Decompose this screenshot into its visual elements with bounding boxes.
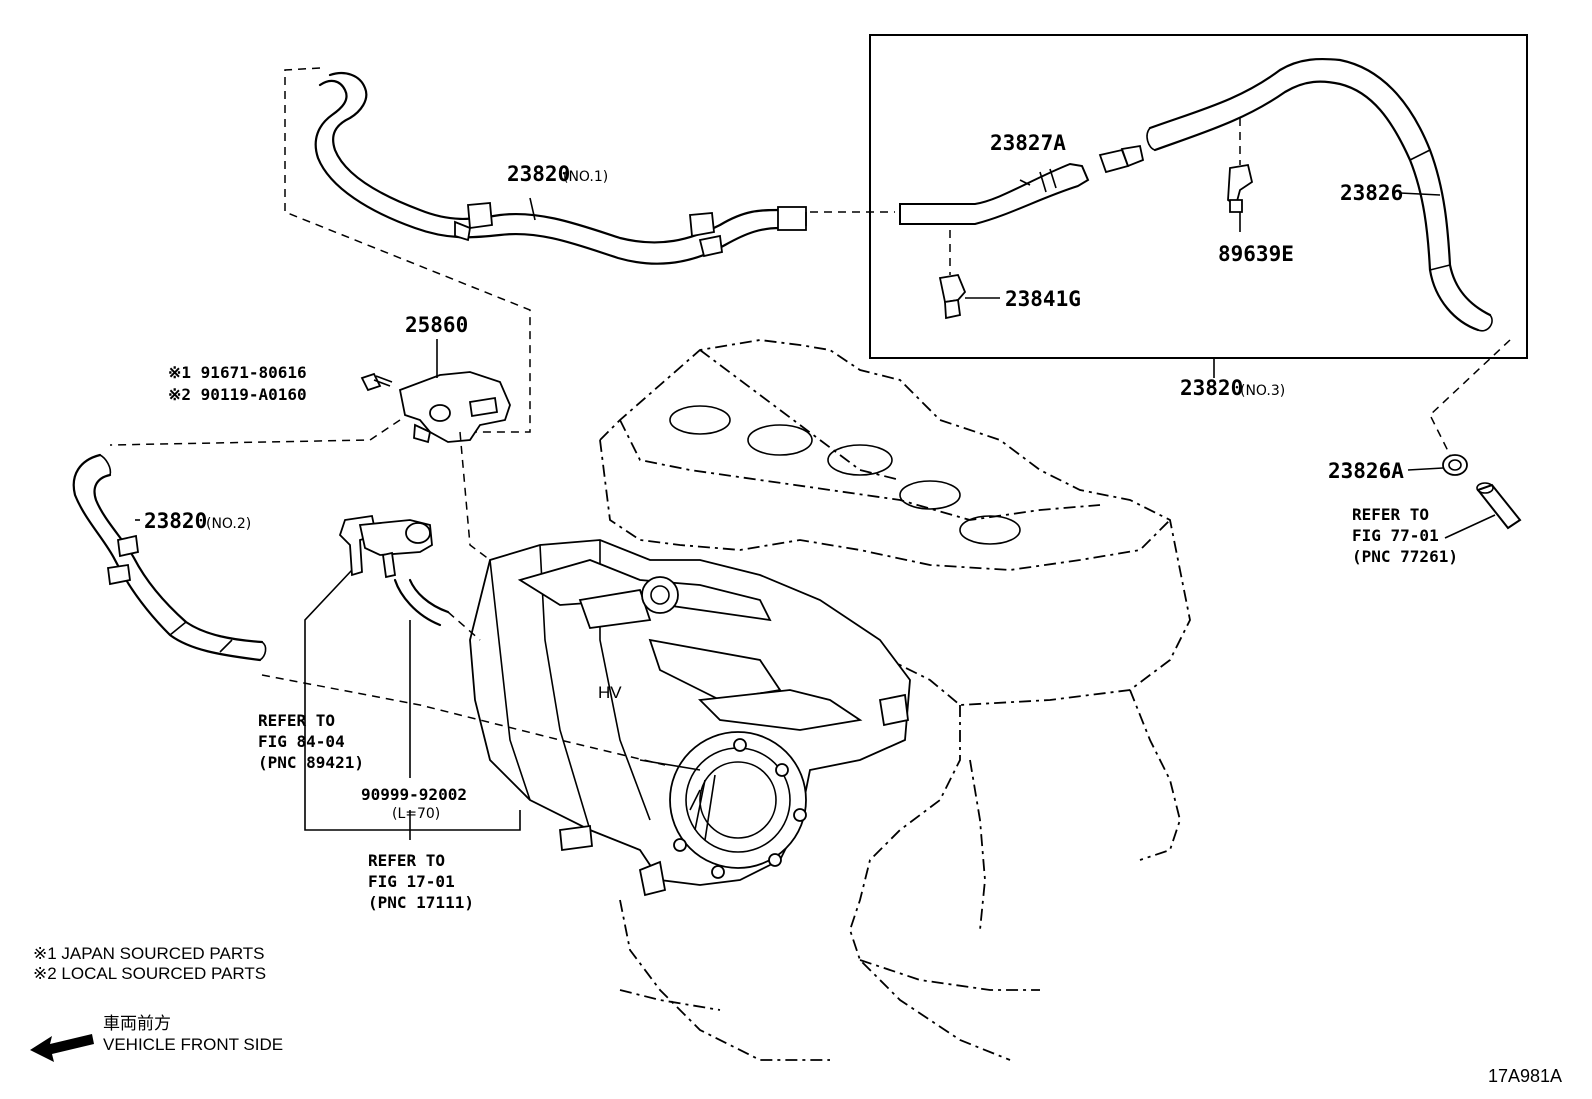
- label-bolt-2: ※2 90119-A0160: [168, 385, 307, 404]
- label-hose-no2: 23820: [144, 509, 207, 533]
- label-23841g: 23841G: [1005, 287, 1081, 311]
- bolt: [360, 372, 393, 392]
- hv-mark: HV: [598, 683, 622, 702]
- label-25860: 25860: [405, 313, 468, 337]
- label-hose-no2-suffix: (NO.2): [206, 516, 251, 532]
- ref-77-01-line3: (PNC 77261): [1352, 547, 1458, 566]
- engine-outline: [599, 339, 1191, 1061]
- hose-no3-parts: [899, 57, 1493, 332]
- ref-84-04-line1: REFER TO: [258, 711, 335, 730]
- ref-17-01-line2: FIG 17-01: [368, 872, 455, 891]
- ref-77-01-line2: FIG 77-01: [1352, 526, 1439, 545]
- clamp-23826a: [1407, 454, 1468, 476]
- pipe-ref-77-01: [1444, 482, 1522, 539]
- hose-no2: [72, 453, 267, 662]
- label-plug-part: 90999-92002: [361, 785, 467, 804]
- vacuum-sensor: [338, 514, 433, 579]
- valve-25860: [398, 339, 511, 444]
- plug-90999: [393, 578, 481, 641]
- ref-84-04-line2: FIG 84-04: [258, 732, 345, 751]
- label-plug-length: (L=70): [392, 806, 440, 822]
- label-bolt-1: ※1 91671-80616: [168, 363, 307, 382]
- ref-84-04-line3: (PNC 89421): [258, 753, 364, 772]
- hose-no1: [314, 71, 807, 265]
- hose-no3-group-box: [869, 34, 1528, 359]
- label-89639e: 89639E: [1218, 242, 1294, 266]
- label-hose-no3-suffix: (NO.3): [1240, 383, 1285, 399]
- label-hose-no1: 23820: [507, 162, 570, 186]
- ref-77-01-line1: REFER TO: [1352, 505, 1429, 524]
- diagram-code: 17A981A: [1488, 1066, 1562, 1086]
- legend-front-jp: 車両前方: [103, 1014, 171, 1033]
- vehicle-front-arrow-icon: [30, 1034, 94, 1062]
- label-23826: 23826: [1340, 181, 1403, 205]
- label-hose-no3: 23820: [1180, 376, 1243, 400]
- intake-manifold: HV: [469, 539, 911, 897]
- label-hose-no1-suffix: (NO.1): [563, 169, 608, 185]
- legend-note-2: ※2 LOCAL SOURCED PARTS: [33, 964, 266, 983]
- ref-17-01-line3: (PNC 17111): [368, 893, 474, 912]
- label-23827a: 23827A: [990, 131, 1066, 155]
- legend-note-1: ※1 JAPAN SOURCED PARTS: [33, 944, 265, 963]
- legend-front-en: VEHICLE FRONT SIDE: [103, 1035, 283, 1054]
- ref-17-01-line1: REFER TO: [368, 851, 445, 870]
- label-23826a: 23826A: [1328, 459, 1404, 483]
